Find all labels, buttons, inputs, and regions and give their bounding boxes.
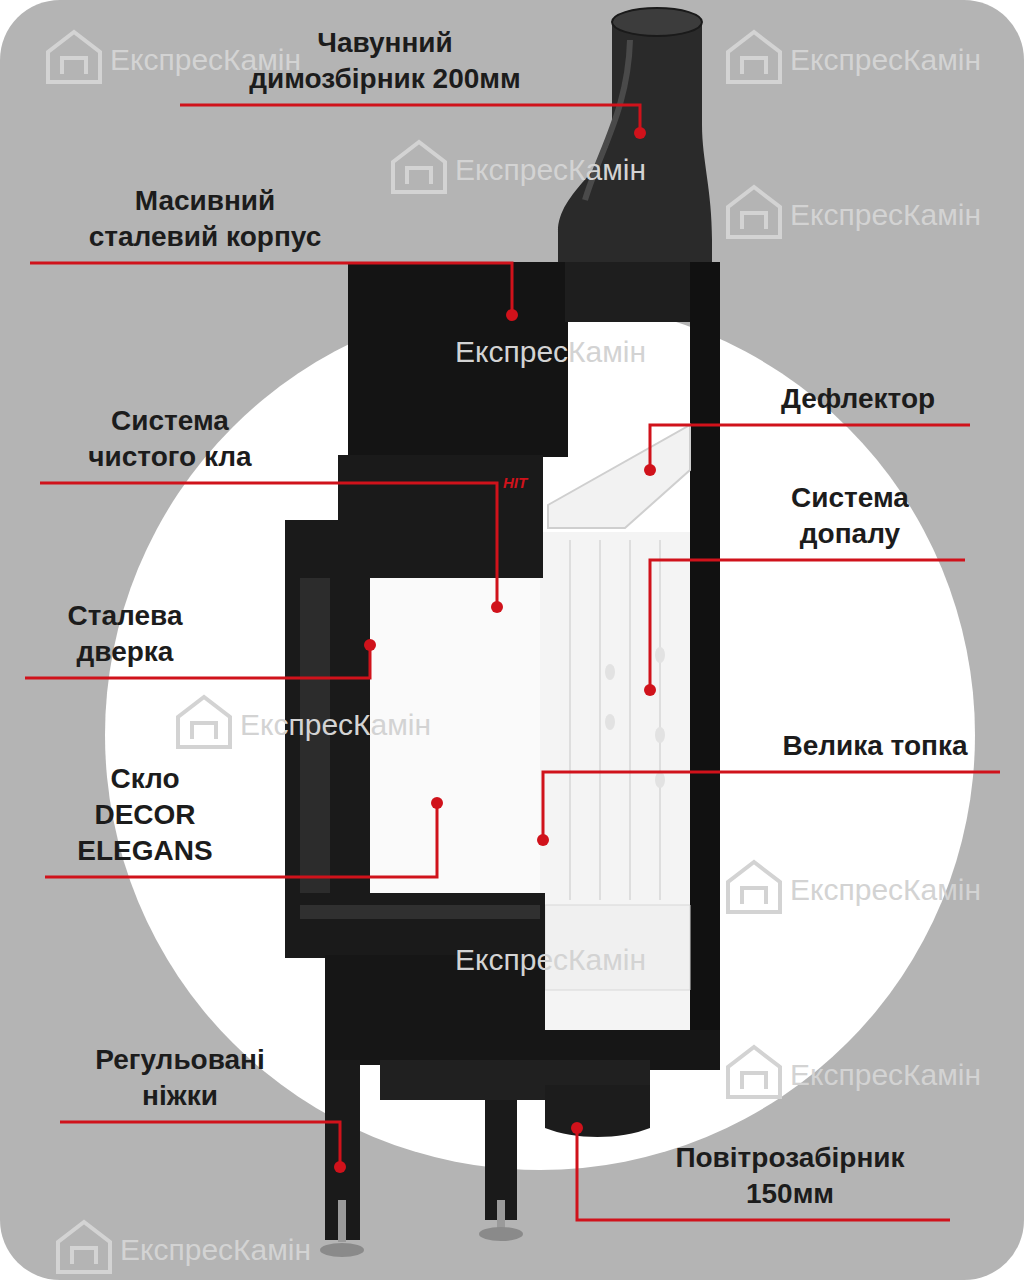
label-line: ELEGANS [77, 833, 212, 869]
label-line: Регульовані [95, 1042, 265, 1078]
air-inlet [545, 1085, 650, 1137]
watermark: ЕкспресКамін [790, 1058, 981, 1092]
watermark-icon [728, 32, 780, 82]
part-label: Сталева дверка [68, 598, 183, 670]
label-line: Повітрозабірник [675, 1140, 904, 1176]
part-label: Регульовані ніжки [95, 1042, 265, 1114]
watermark-icon [728, 1047, 780, 1097]
label-line: Сталева [68, 598, 183, 634]
watermark-icon [58, 1222, 110, 1272]
label-line: дверка [68, 634, 183, 670]
part-label: Система допалу [791, 480, 909, 552]
label-line: DECOR [77, 797, 212, 833]
label-line: Масивний [89, 183, 321, 219]
label-line: допалу [791, 516, 909, 552]
watermark-icon [728, 862, 780, 912]
label-line: Скло [77, 761, 212, 797]
housing-top [565, 262, 690, 322]
watermark: ЕкспресКамін [120, 1233, 311, 1267]
watermark: ЕкспресКамін [455, 153, 646, 187]
watermark: ЕкспресКамін [240, 708, 431, 742]
door-top [285, 520, 543, 578]
label-line: чистого кла [88, 439, 251, 475]
leader-dots [334, 127, 656, 1173]
watermark: ЕкспресКамін [110, 43, 301, 77]
part-label: Масивний сталевий корпус [89, 183, 321, 255]
watermark-icon [178, 697, 230, 747]
part-label: Велика топка [782, 728, 967, 764]
leader-lines [25, 105, 1000, 1220]
flue-opening [612, 8, 702, 36]
firebox-lines [570, 540, 660, 900]
label-line: сталевий корпус [89, 219, 321, 255]
watermark: ЕкспресКамін [790, 43, 981, 77]
label-line: Система [88, 403, 251, 439]
top-frame [338, 455, 543, 525]
leg-screw [338, 1200, 346, 1242]
leg-foot [320, 1243, 364, 1257]
watermark: ЕкспресКамін [790, 198, 981, 232]
side-panel [690, 262, 720, 1067]
label-line: Система [791, 480, 909, 516]
deflector [548, 425, 690, 528]
watermark-icon [393, 142, 445, 192]
leg-foot [479, 1227, 523, 1241]
label-line: ніжки [95, 1078, 265, 1114]
brand-logo: HIT [503, 474, 527, 492]
watermark-icon [728, 187, 780, 237]
watermark: ЕкспресКамін [790, 873, 981, 907]
part-label: Система чистого кла [88, 403, 251, 475]
watermark: ЕкспресКамін [455, 335, 646, 369]
label-line: Велика топка [782, 728, 967, 764]
watermark: ЕкспресКамін [455, 943, 646, 977]
part-label: Повітрозабірник 150мм [675, 1140, 904, 1212]
label-line: Дефлектор [781, 381, 935, 417]
watermark-icon [48, 32, 100, 82]
door-bottom-edge [300, 905, 540, 919]
leg-screw [497, 1200, 505, 1230]
part-label: Дефлектор [781, 381, 935, 417]
label-line: 150мм [675, 1176, 904, 1212]
flue-collar [558, 22, 712, 270]
part-label: Скло DECOR ELEGANS [77, 761, 212, 869]
afterburn-holes [605, 647, 665, 788]
